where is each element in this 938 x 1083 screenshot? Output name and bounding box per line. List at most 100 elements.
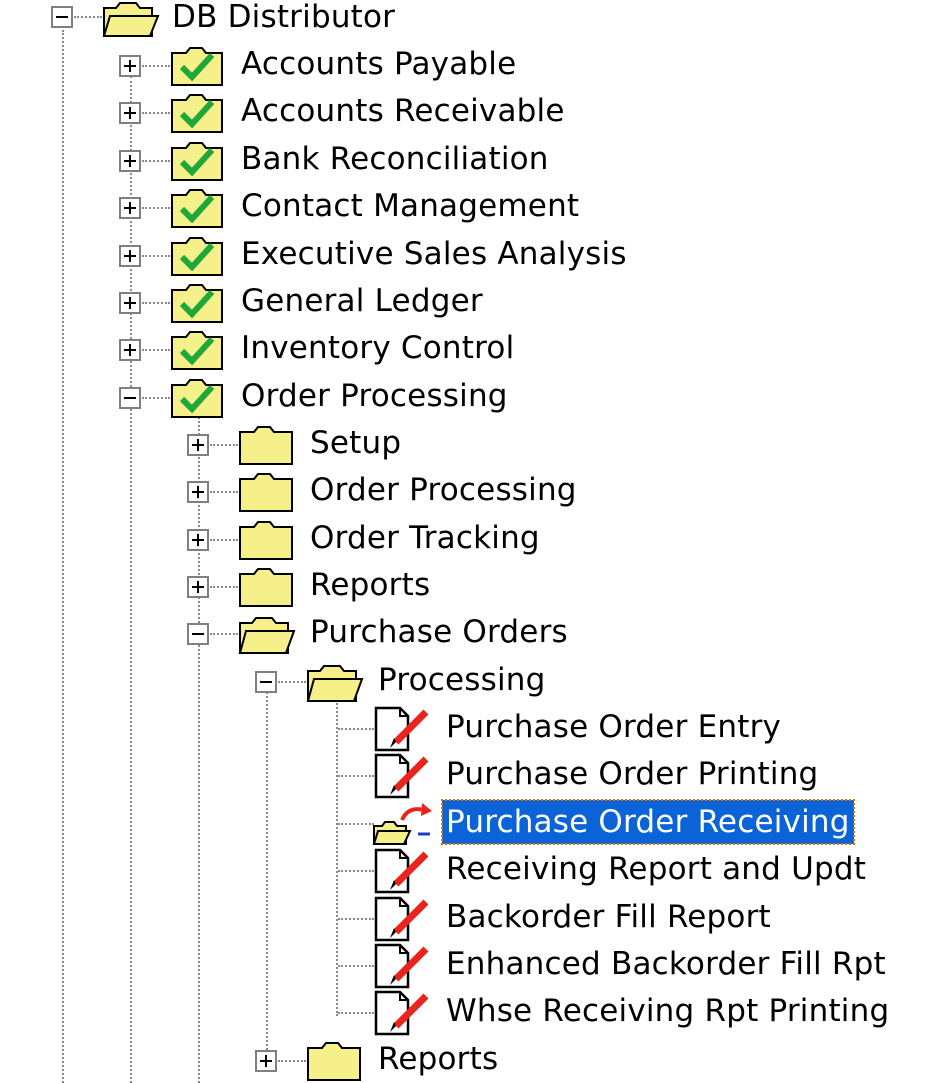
tree-node-folder[interactable]: Reports	[0, 1037, 938, 1083]
tree-node-folder[interactable]: Purchase Orders	[0, 610, 938, 656]
tree-node-module[interactable]: Inventory Control	[0, 326, 938, 372]
tree-guide-line	[62, 30, 64, 1083]
tree-node-module[interactable]: Bank Reconciliation	[0, 137, 938, 183]
expand-toggle[interactable]	[255, 1050, 277, 1072]
tree-node-label: Order Processing	[310, 472, 577, 508]
expand-toggle[interactable]	[187, 576, 209, 598]
expand-toggle[interactable]	[119, 102, 141, 124]
tree-connector	[142, 65, 170, 67]
expand-toggle[interactable]	[119, 245, 141, 267]
folder-open-icon	[306, 665, 364, 702]
tree-item-task[interactable]: Purchase Order Entry	[0, 705, 938, 752]
tree-node-module[interactable]: Contact Management	[0, 184, 938, 230]
folder-icon	[239, 426, 293, 465]
expand-toggle[interactable]	[187, 434, 209, 456]
checked-folder-icon	[171, 189, 223, 228]
tree-item-task[interactable]: Receiving Report and Updt	[0, 847, 938, 894]
tree-node-label: Purchase Order Printing	[446, 756, 819, 792]
folder-icon	[239, 568, 293, 607]
tree-node-label: DB Distributor	[172, 0, 396, 35]
tree-connector	[142, 255, 170, 257]
tree-node-label: Reports	[378, 1041, 499, 1077]
edit-document-icon	[374, 753, 429, 799]
tree-node-label: Enhanced Backorder Fill Rpt	[446, 946, 886, 982]
tree-node-module[interactable]: General Ledger	[0, 279, 938, 325]
tree-item-task[interactable]: Whse Receiving Rpt Printing	[0, 989, 938, 1036]
edit-document-icon	[374, 706, 429, 752]
tree-node-label: Contact Management	[241, 188, 580, 224]
tree-connector	[338, 965, 374, 967]
expand-toggle[interactable]	[119, 197, 141, 219]
collapse-toggle[interactable]	[119, 387, 141, 409]
expand-toggle[interactable]	[119, 150, 141, 172]
collapse-toggle[interactable]	[51, 6, 73, 28]
tree-guide-line	[198, 408, 200, 1083]
tree-connector	[142, 207, 170, 209]
tree-node-label: Whse Receiving Rpt Printing	[446, 993, 890, 1029]
tree-connector	[210, 491, 238, 493]
tree-node-module[interactable]: Order Processing	[0, 374, 938, 420]
tree-guide-line	[130, 76, 132, 1083]
tree-guide-line	[266, 692, 268, 1062]
tree-connector	[142, 112, 170, 114]
checked-folder-icon	[171, 284, 223, 323]
tree-node-root[interactable]: DB Distributor	[0, 0, 938, 40]
tree-node-module[interactable]: Accounts Receivable	[0, 89, 938, 135]
tree-connector	[74, 16, 102, 18]
tree-node-label: Order Tracking	[310, 520, 540, 556]
tree-connector	[278, 681, 306, 683]
tree-connector	[338, 1012, 374, 1014]
tree-connector	[142, 160, 170, 162]
tree-connector	[210, 586, 238, 588]
tree-item-task[interactable]: Backorder Fill Report	[0, 895, 938, 942]
folder-icon	[239, 473, 293, 512]
checked-folder-icon	[171, 142, 223, 181]
collapse-toggle[interactable]	[187, 623, 209, 645]
tree-node-folder[interactable]: Order Tracking	[0, 516, 938, 562]
tree-node-label: Order Processing	[241, 378, 508, 414]
tree-node-label: General Ledger	[241, 283, 483, 319]
tree-connector	[278, 1060, 306, 1062]
edit-document-icon	[374, 990, 429, 1036]
tree-node-module[interactable]: Executive Sales Analysis	[0, 232, 938, 278]
tree-node-label: Purchase Orders	[310, 614, 568, 650]
edit-document-icon	[374, 896, 429, 942]
tree-node-label: Accounts Payable	[241, 46, 517, 82]
folder-open-icon	[238, 617, 296, 654]
tree-connector	[338, 728, 374, 730]
checked-folder-icon	[171, 331, 223, 370]
tree-connector	[142, 302, 170, 304]
tree-node-label: Receiving Report and Updt	[446, 851, 867, 887]
edit-document-icon	[374, 848, 429, 894]
edit-document-icon	[374, 943, 429, 989]
tree-connector	[210, 444, 238, 446]
tree-node-label: Executive Sales Analysis	[241, 236, 627, 272]
folder-shortcut-icon	[372, 803, 432, 845]
tree-connector	[142, 397, 170, 399]
tree-node-folder[interactable]: Processing	[0, 658, 938, 704]
tree-node-module[interactable]: Accounts Payable	[0, 42, 938, 88]
tree-item-task[interactable]: Purchase Order Printing	[0, 752, 938, 799]
expand-toggle[interactable]	[187, 481, 209, 503]
folder-icon	[239, 521, 293, 560]
tree-node-label: Setup	[310, 425, 402, 461]
tree-connector	[210, 539, 238, 541]
tree-item-task[interactable]: Enhanced Backorder Fill Rpt	[0, 942, 938, 989]
tree-node-folder[interactable]: Reports	[0, 563, 938, 609]
tree-item-task-selected[interactable]: Purchase Order Receiving	[0, 799, 938, 846]
tree-node-folder[interactable]: Order Processing	[0, 468, 938, 514]
tree-node-label: Inventory Control	[241, 330, 515, 366]
tree-connector	[338, 823, 374, 825]
expand-toggle[interactable]	[119, 339, 141, 361]
tree-connector	[338, 775, 374, 777]
tree-node-label: Processing	[378, 662, 546, 698]
tree-node-label: Purchase Order Entry	[446, 709, 782, 745]
collapse-toggle[interactable]	[255, 671, 277, 693]
expand-toggle[interactable]	[119, 292, 141, 314]
tree-node-folder[interactable]: Setup	[0, 421, 938, 467]
expand-toggle[interactable]	[119, 55, 141, 77]
tree-node-label-selected: Purchase Order Receiving	[441, 799, 855, 845]
expand-toggle[interactable]	[187, 529, 209, 551]
tree-node-label: Accounts Receivable	[241, 93, 565, 129]
checked-folder-icon	[171, 237, 223, 276]
